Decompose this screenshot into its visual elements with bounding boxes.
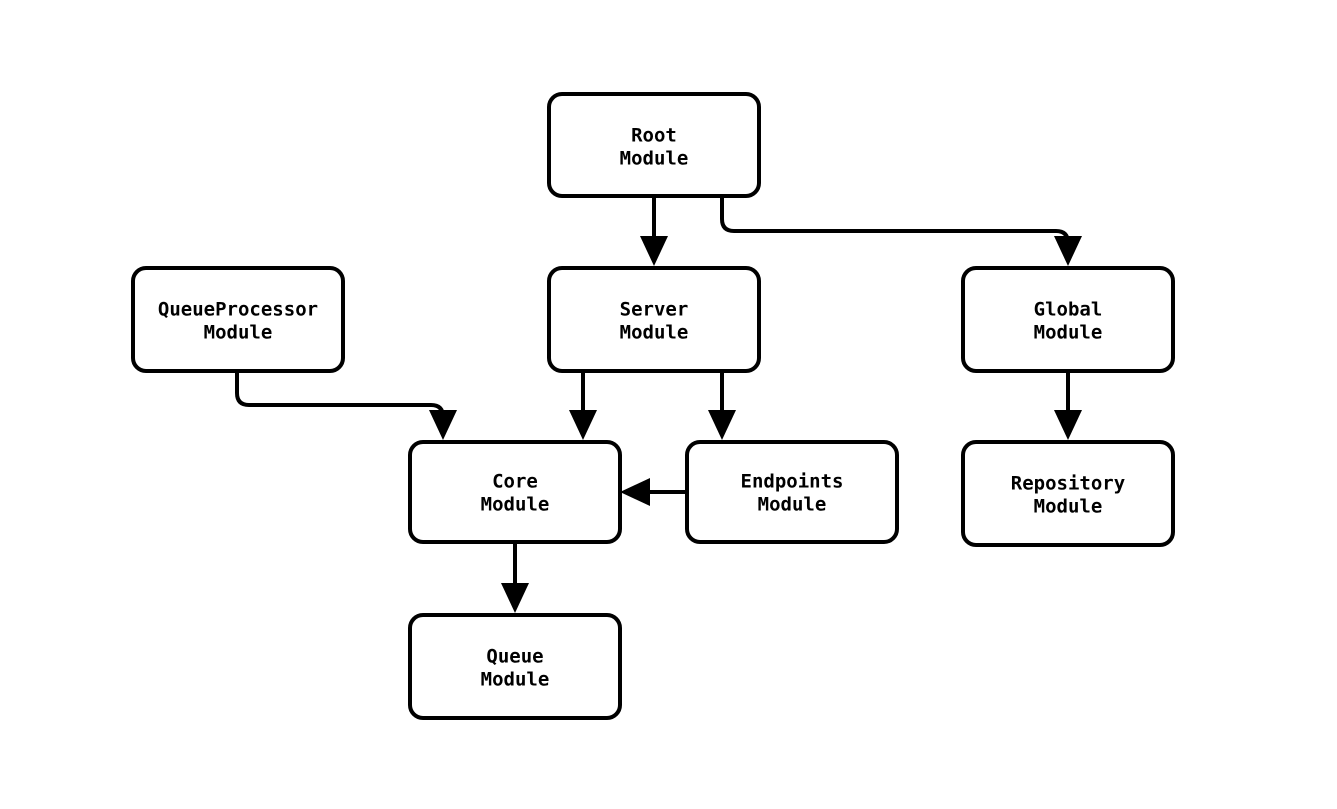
node-server-module[interactable]: Server Module [547,266,761,373]
node-server-module-label-line2: Module [620,322,689,344]
arrow-head-icon [501,583,529,613]
edge-global-to-repository [1054,371,1082,440]
arrow-head-icon [708,410,736,440]
node-repository-module-label-line2: Module [1034,496,1103,518]
node-queueprocessor-module-box[interactable] [131,266,345,373]
node-queue-module[interactable]: Queue Module [408,613,622,720]
arrow-head-icon [569,410,597,440]
node-root-module-label-line1: Root [631,125,677,147]
edge-core-to-queue [501,542,529,613]
node-server-module-label-line1: Server [620,299,689,321]
node-queue-module-label-line1: Queue [486,646,543,668]
edges-layer [235,196,1082,613]
node-global-module-label-line2: Module [1034,322,1103,344]
node-root-module[interactable]: Root Module [547,92,761,198]
node-root-module-box[interactable] [547,92,761,198]
node-server-module-box[interactable] [547,266,761,373]
node-repository-module-box[interactable] [961,440,1175,547]
node-core-module-label-line1: Core [492,471,538,493]
node-global-module-box[interactable] [961,266,1175,373]
arrow-head-icon [1054,236,1082,266]
node-endpoints-module-label-line2: Module [758,494,827,516]
node-queueprocessor-module-label-line2: Module [204,322,273,344]
node-endpoints-module-label-line1: Endpoints [741,471,844,493]
edge-root-to-global [720,196,1082,266]
node-root-module-label-line2: Module [620,148,689,170]
arrow-head-icon [1054,410,1082,440]
node-global-module[interactable]: Global Module [961,266,1175,373]
edge-endpoints-to-core [620,478,687,506]
node-repository-module-label-line1: Repository [1011,473,1125,495]
node-endpoints-module-box[interactable] [685,440,899,544]
node-core-module-label-line2: Module [481,494,550,516]
arrow-head-icon [620,478,650,506]
node-repository-module[interactable]: Repository Module [961,440,1175,547]
edge-server-to-endpoints [708,371,736,440]
edge-root-to-server [640,196,668,266]
node-queue-module-label-line2: Module [481,669,550,691]
arrow-head-icon [640,236,668,266]
node-endpoints-module[interactable]: Endpoints Module [685,440,899,544]
node-queueprocessor-module-label-line1: QueueProcessor [158,299,318,321]
node-core-module-box[interactable] [408,440,622,544]
edge-server-to-core [569,371,597,440]
node-queue-module-box[interactable] [408,613,622,720]
node-queueprocessor-module[interactable]: QueueProcessor Module [131,266,345,373]
node-global-module-label-line1: Global [1034,299,1103,321]
nodes-layer: Root Module QueueProcessor Module Server… [131,92,1175,720]
arrow-head-icon [429,410,457,440]
edge-queueprocessor-to-core [235,371,457,440]
node-core-module[interactable]: Core Module [408,440,622,544]
